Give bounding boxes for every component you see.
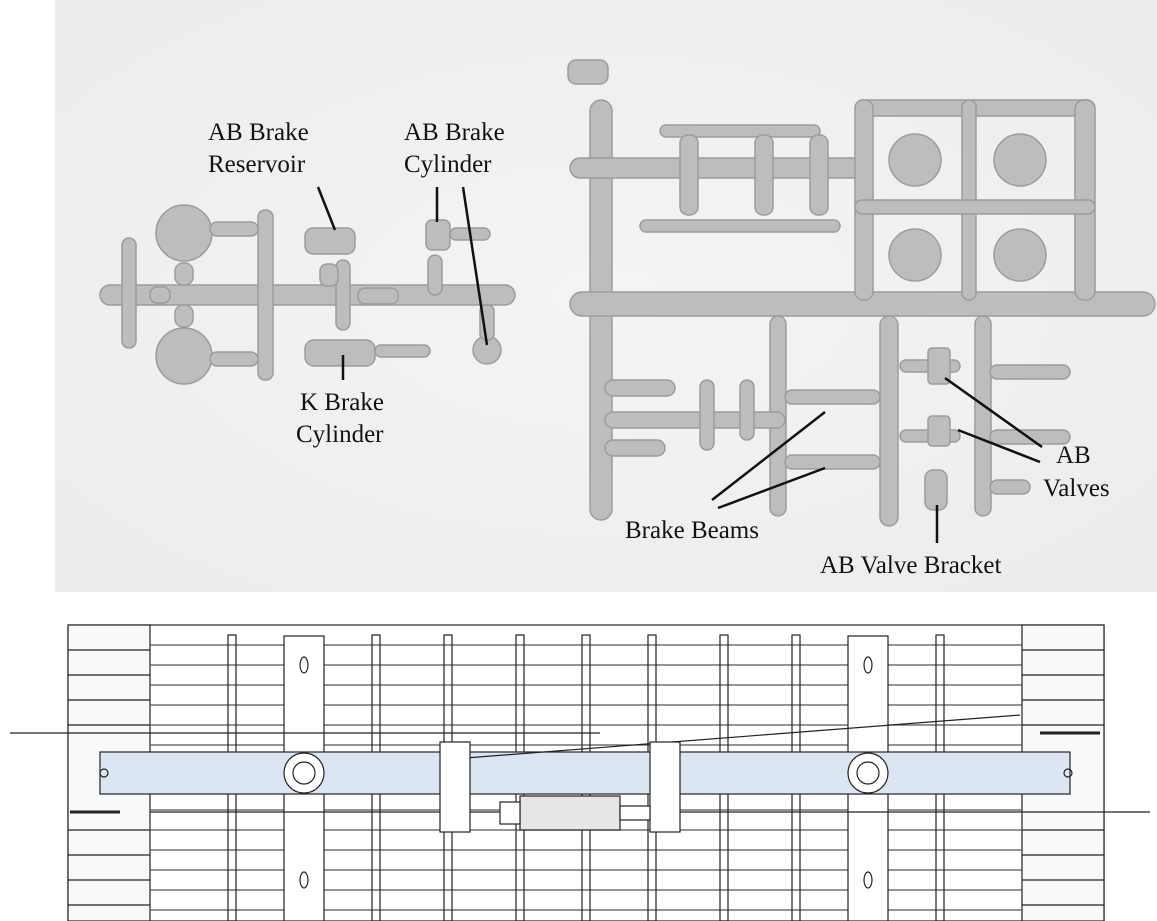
label-k-brake-cylinder: K Brake Cylinder	[296, 389, 384, 448]
label-ab-brake-cylinder-line1: AB Brake	[404, 119, 505, 146]
label-ab-brake-cylinder: AB Brake Cylinder	[404, 119, 505, 178]
sprue-photograph: AB Brake Reservoir AB Brake Cylinder K B…	[55, 0, 1157, 592]
underframe-drawing	[0, 612, 1157, 921]
end-platform-slats	[68, 649, 1104, 906]
label-ab-valves-line1: AB	[1056, 442, 1091, 469]
label-brake-beams: Brake Beams	[625, 517, 759, 544]
brake-rigging	[10, 714, 1150, 833]
label-ab-brake-reservoir-line1: AB Brake	[208, 119, 309, 146]
label-ab-valve-bracket: AB Valve Bracket	[820, 552, 1001, 579]
right-sprue	[567, 59, 1156, 527]
label-k-brake-cylinder-line2: Cylinder	[296, 421, 384, 448]
label-ab-brake-cylinder-line2: Cylinder	[404, 151, 492, 178]
label-ab-brake-reservoir: AB Brake Reservoir	[208, 119, 309, 178]
label-ab-valves-line2: Valves	[1043, 475, 1110, 502]
label-ab-valves: AB Valves	[1043, 442, 1110, 502]
label-pointer-lines	[316, 186, 1043, 543]
center-sill	[99, 751, 1071, 795]
left-sprue	[99, 204, 516, 385]
label-ab-brake-reservoir-line2: Reservoir	[208, 151, 306, 178]
label-k-brake-cylinder-line1: K Brake	[300, 389, 384, 416]
